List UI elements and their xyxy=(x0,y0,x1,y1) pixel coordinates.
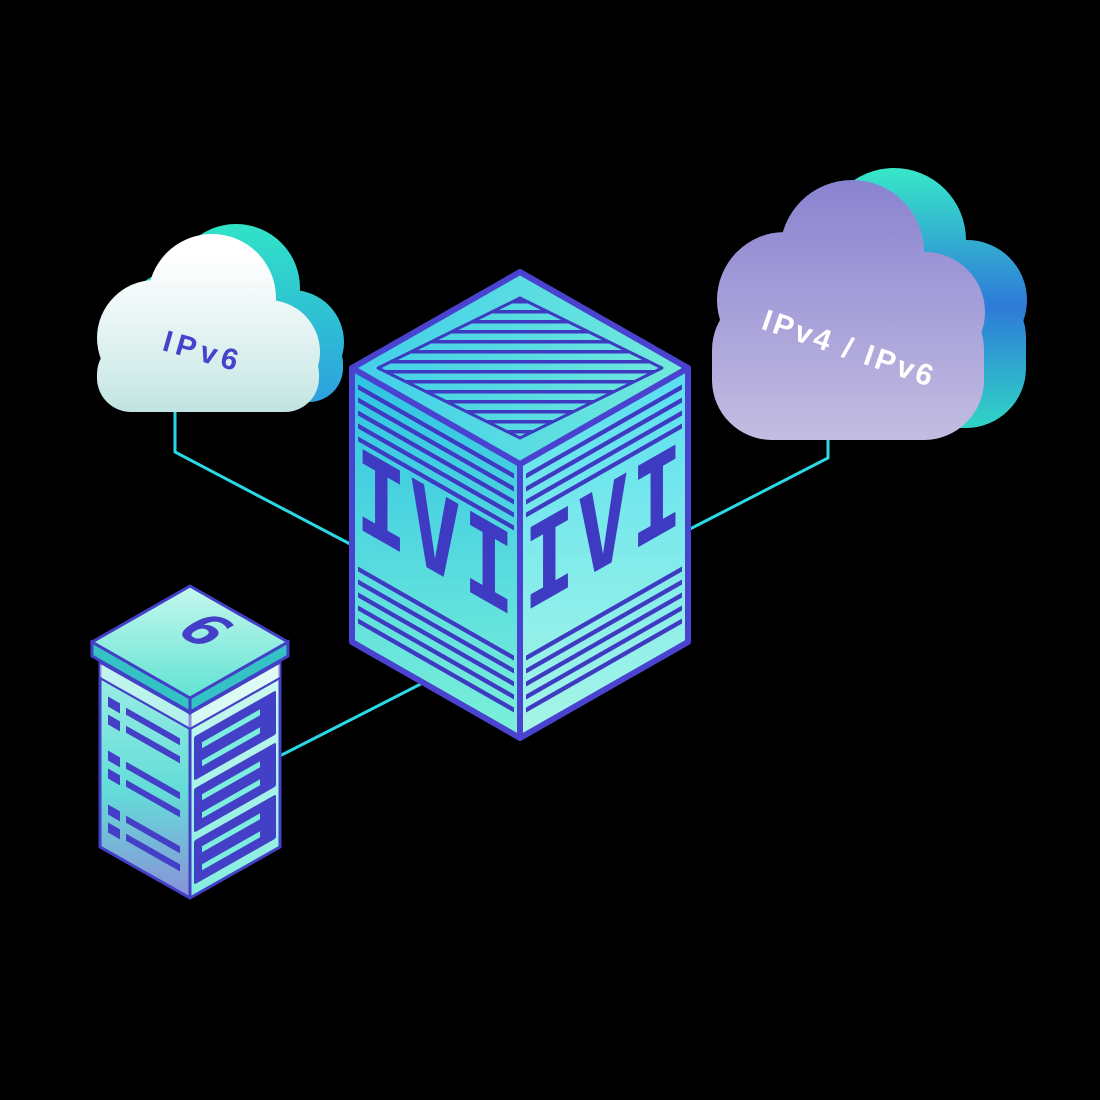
cube-top-stripe-panel xyxy=(376,296,664,440)
server-unit xyxy=(108,750,180,818)
server-left-face-details xyxy=(100,664,190,872)
cube-left-bottom-stripes xyxy=(358,566,514,716)
left-cloud: IPv6 xyxy=(97,224,344,412)
server-unit xyxy=(108,696,180,764)
left-cloud-body xyxy=(97,234,320,412)
cube-right-top-stripes xyxy=(526,381,682,518)
server-left-rim xyxy=(100,664,190,730)
connector-left-cloud-to-cube xyxy=(173,402,353,547)
cube-right-bottom-stripes xyxy=(526,561,682,716)
server-right-rim xyxy=(190,663,280,729)
cube-left-top-stripes xyxy=(358,381,514,531)
server-unit xyxy=(108,804,180,872)
translator-cube: IVI IVI xyxy=(349,269,691,741)
server-unit xyxy=(194,743,276,832)
server-tower: 6 xyxy=(90,584,290,900)
right-cloud: IPv4 / IPv6 xyxy=(712,168,1027,440)
server-top-face xyxy=(90,584,290,700)
server-right-rim-line xyxy=(190,676,280,731)
server-unit xyxy=(194,691,276,780)
right-cloud-body xyxy=(712,180,985,440)
server-unit xyxy=(194,795,276,884)
server-left-rim-line xyxy=(100,676,190,731)
server-right-face-details xyxy=(190,663,280,884)
